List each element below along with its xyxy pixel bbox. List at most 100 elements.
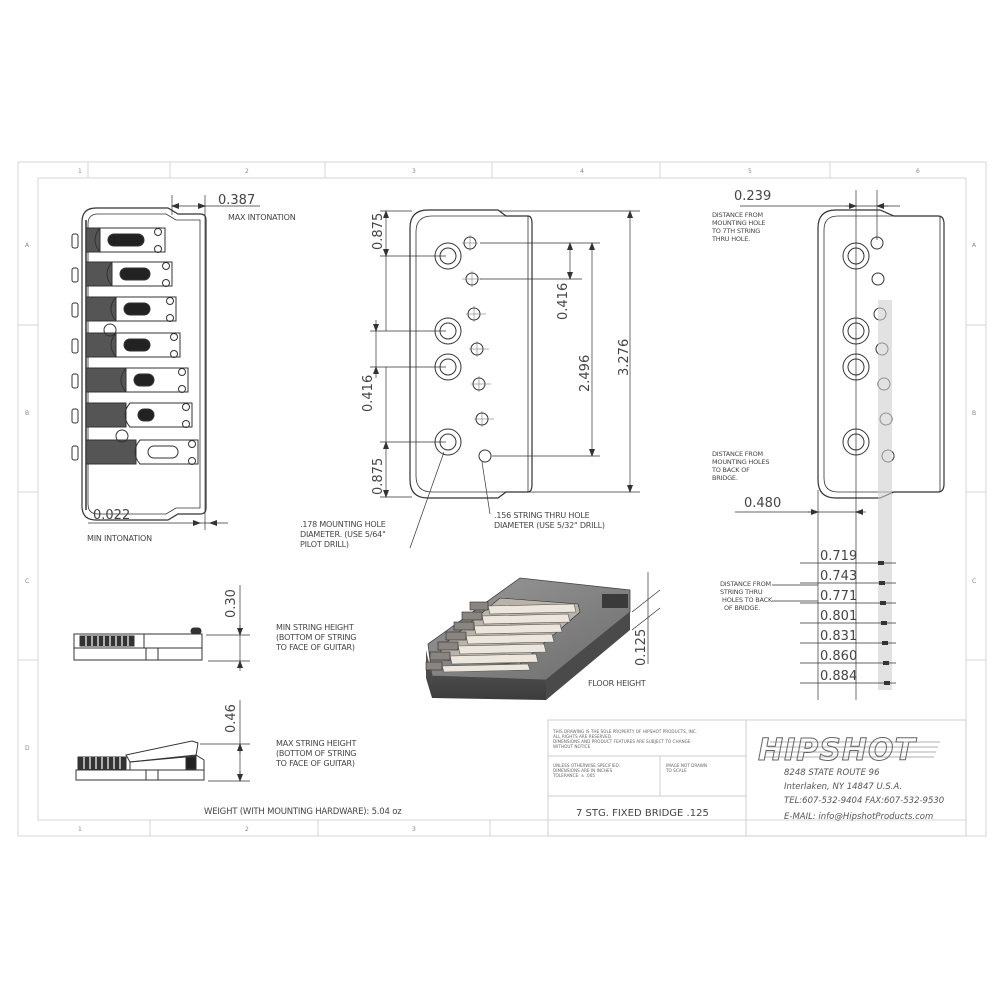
zone-side-b: B	[25, 410, 29, 417]
svg-text:HOLES TO BACK: HOLES TO BACK	[722, 596, 773, 604]
svg-text:OF BRIDGE.: OF BRIDGE.	[724, 604, 760, 612]
dim-top-mounting-0875: 0.875	[371, 213, 386, 250]
intonation-dimensions	[88, 195, 260, 530]
dim-mounting-back-0480: 0.480	[744, 496, 781, 511]
svg-text:0.801: 0.801	[820, 609, 857, 624]
isometric-render	[425, 577, 631, 700]
zone-top-2: 2	[245, 168, 249, 175]
sheet-frame	[17, 161, 987, 837]
svg-text:UNLESS OTHERWISE SPECIFIED:: UNLESS OTHERWISE SPECIFIED:	[553, 763, 620, 768]
zone-side-c-right: C	[972, 578, 976, 585]
dim-overall-3276: 3.276	[617, 339, 632, 376]
zone-side-d: D	[25, 745, 30, 752]
address-line-1: 8248 STATE ROUTE 96	[784, 768, 880, 778]
svg-text:MAX STRING HEIGHT: MAX STRING HEIGHT	[276, 739, 356, 748]
tolerance-note: UNLESS OTHERWISE SPECIFIED: DIMENSIONS A…	[552, 763, 620, 778]
min-height-side-view	[73, 627, 203, 661]
zone-top-5: 5	[748, 168, 752, 175]
right-view-string-ticks	[878, 561, 890, 685]
zone-top-3: 3	[412, 168, 416, 175]
svg-text:WITHOUT NOTICE: WITHOUT NOTICE	[553, 744, 590, 749]
svg-text:(BOTTOM OF STRING: (BOTTOM OF STRING	[276, 633, 356, 642]
svg-text:ALL RIGHTS ARE RESERVED.: ALL RIGHTS ARE RESERVED.	[553, 734, 612, 739]
svg-text:THIS DRAWING IS THE SOLE PROPE: THIS DRAWING IS THE SOLE PROPERTY OF HIP…	[552, 729, 697, 734]
zone-side-a: A	[25, 242, 30, 249]
centerline-band	[878, 300, 892, 690]
min-height-dimension	[206, 585, 250, 671]
email: E-MAIL: info@HipshotProducts.com	[784, 812, 933, 822]
hipshot-logo: HIPSHOT	[758, 733, 940, 769]
svg-text:0.884: 0.884	[820, 669, 857, 684]
svg-text:0.771: 0.771	[820, 589, 857, 604]
address-line-2: Interlaken, NY 14847 U.S.A.	[784, 782, 902, 792]
svg-text:DIMENSIONS ARE IN INCHES: DIMENSIONS ARE IN INCHES	[553, 768, 613, 773]
right-view-dimensions	[735, 190, 900, 700]
string-hole-note: .156 STRING THRU HOLE DIAMETER (USE 5/32…	[494, 511, 605, 530]
svg-text:TO FACE OF GUITAR): TO FACE OF GUITAR)	[275, 759, 355, 768]
min-intonation-value: 0.022	[93, 508, 130, 523]
zone-top-6: 6	[916, 168, 920, 175]
svg-text:DISTANCE FROM: DISTANCE FROM	[720, 580, 771, 588]
svg-text:BRIDGE.: BRIDGE.	[712, 474, 738, 482]
svg-text:TO BACK OF: TO BACK OF	[711, 466, 750, 474]
zone-side-c: C	[25, 578, 29, 585]
max-height-side-view	[75, 740, 205, 781]
zone-top-4: 4	[580, 168, 584, 175]
string-thru-holes	[463, 236, 492, 463]
dim-mounting-spacing-0416: 0.416	[361, 375, 376, 412]
svg-text:0.831: 0.831	[820, 629, 857, 644]
svg-text:MIN STRING HEIGHT: MIN STRING HEIGHT	[276, 623, 354, 632]
floor-height-label: FLOOR HEIGHT	[588, 679, 646, 688]
dim-offset-0239: 0.239	[734, 189, 771, 204]
string-back-dimensions: 0.719 0.743 0.771 0.801 0.831 0.860 0.88…	[820, 549, 857, 684]
bottom-view-bridge	[409, 209, 533, 499]
max-height-note: MAX STRING HEIGHT (BOTTOM OF STRING TO F…	[275, 739, 357, 768]
scale-note: IMAGE NOT DRAWN TO SCALE	[665, 763, 707, 773]
min-height-note: MIN STRING HEIGHT (BOTTOM OF STRING TO F…	[275, 623, 356, 652]
floor-height-dimension	[631, 572, 661, 664]
svg-text:.156 STRING THRU HOLE: .156 STRING THRU HOLE	[494, 511, 590, 520]
company-logo-text: HIPSHOT	[758, 733, 917, 768]
dim-string-span-2496: 2.496	[578, 355, 593, 392]
zone-bottom-1: 1	[78, 826, 82, 833]
svg-text:0.860: 0.860	[820, 649, 857, 664]
svg-text:DISTANCE FROM: DISTANCE FROM	[712, 211, 763, 219]
svg-text:TOLERANCE: ± .005: TOLERANCE: ± .005	[552, 773, 595, 778]
max-height-value: 0.46	[224, 704, 239, 733]
floor-height-value: 0.125	[634, 629, 649, 666]
svg-text:0.719: 0.719	[820, 549, 857, 564]
phone-fax: TEL:607-532-9404 FAX:607-532-9530	[784, 796, 944, 806]
string-back-note: DISTANCE FROM STRING THRU HOLES TO BACK …	[720, 580, 773, 612]
svg-text:MOUNTING HOLES: MOUNTING HOLES	[712, 458, 769, 466]
zone-side-b-right: B	[972, 410, 976, 417]
svg-text:TO SCALE: TO SCALE	[665, 768, 687, 773]
svg-text:.178 MOUNTING HOLE: .178 MOUNTING HOLE	[300, 520, 386, 529]
zone-labels: 1 2 3 4 5 6 1 2 3 A B C D A B C	[25, 168, 977, 833]
offset-note: DISTANCE FROM MOUNTING HOLE TO 7TH STRIN…	[711, 211, 766, 243]
svg-text:DISTANCE FROM: DISTANCE FROM	[712, 450, 763, 458]
svg-text:STRING THRU: STRING THRU	[720, 588, 763, 596]
saddles	[71, 227, 199, 465]
weight-note: WEIGHT (WITH MOUNTING HARDWARE): 5.04 oz	[204, 807, 402, 817]
title-block	[547, 719, 967, 837]
zone-bottom-3: 3	[412, 826, 416, 833]
min-height-value: 0.30	[224, 589, 239, 618]
svg-text:TO FACE OF GUITAR): TO FACE OF GUITAR)	[275, 643, 355, 652]
svg-text:(BOTTOM OF STRING: (BOTTOM OF STRING	[276, 749, 356, 758]
dim-string-spacing-0416: 0.416	[556, 283, 571, 320]
top-view-bridge	[71, 207, 207, 521]
svg-text:0.743: 0.743	[820, 569, 857, 584]
mounting-hole-note: .178 MOUNTING HOLE DIAMETER. (USE 5/64" …	[300, 520, 386, 549]
zone-top-1: 1	[78, 168, 82, 175]
bottom-view-dimensions	[370, 210, 640, 549]
mounting-back-note: DISTANCE FROM MOUNTING HOLES TO BACK OF …	[711, 450, 770, 482]
max-intonation-label: MAX INTONATION	[228, 213, 296, 222]
part-title: 7 STG. FIXED BRIDGE .125	[576, 808, 709, 819]
dim-bottom-mounting-0875: 0.875	[371, 458, 386, 495]
svg-text:DIAMETER. (USE 5/64": DIAMETER. (USE 5/64"	[300, 530, 386, 539]
mounting-holes	[434, 242, 462, 456]
zone-bottom-2: 2	[245, 826, 249, 833]
svg-text:DIAMETER (USE 5/32" DRILL): DIAMETER (USE 5/32" DRILL)	[494, 521, 605, 530]
svg-text:IMAGE NOT DRAWN: IMAGE NOT DRAWN	[666, 763, 707, 768]
